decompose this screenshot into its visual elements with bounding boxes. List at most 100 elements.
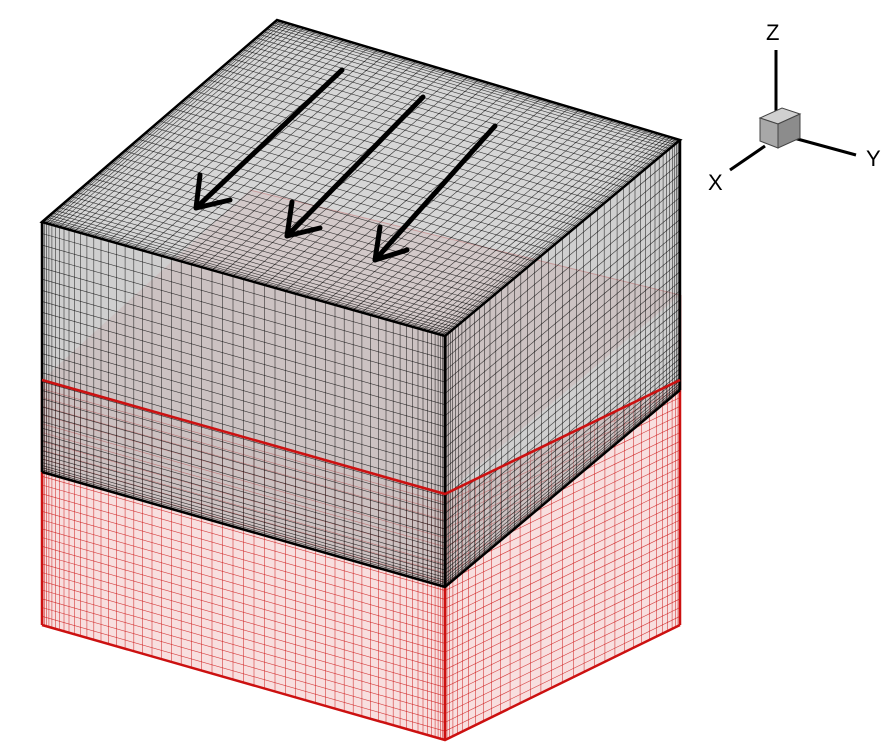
mesh-line [41, 290, 446, 405]
mesh-line [41, 427, 446, 544]
mesh-line [231, 58, 636, 178]
mesh-line [251, 41, 656, 162]
layer-interface-line [41, 378, 681, 496]
mesh-line [444, 271, 681, 469]
mesh-line [41, 519, 446, 635]
mesh-line [49, 215, 453, 330]
mesh-line [41, 607, 446, 723]
mesh-line [444, 151, 681, 348]
mesh-line [41, 421, 446, 537]
mesh-line [41, 398, 446, 514]
mesh-line [41, 476, 446, 591]
mesh-line [444, 385, 681, 583]
mesh-line [41, 414, 446, 530]
mesh-line [41, 616, 446, 732]
mesh-line [444, 537, 681, 653]
mesh-line [444, 345, 681, 544]
mesh-line [444, 290, 681, 488]
mesh-line [444, 502, 681, 618]
mesh-line [47, 217, 451, 332]
upper-block [39, 18, 683, 589]
mesh-line [41, 467, 446, 583]
mesh-line [444, 380, 681, 578]
mesh-line [271, 24, 675, 145]
flow-arrow [284, 94, 426, 239]
mesh-line [444, 476, 681, 591]
mesh-line [159, 120, 563, 239]
flow-arrow [372, 123, 498, 263]
mesh-line [41, 450, 446, 566]
upper-block-top-face [42, 20, 680, 336]
mesh-line [41, 502, 446, 618]
mesh-line [41, 440, 446, 556]
mesh-line [444, 368, 681, 566]
mesh-line [275, 21, 679, 142]
mesh-line [444, 598, 681, 714]
mesh-line [444, 528, 681, 644]
mesh-line [444, 316, 681, 514]
mesh-line [273, 22, 677, 144]
mesh-line [41, 493, 446, 609]
mesh-line [41, 233, 446, 348]
mesh-line [444, 308, 681, 506]
mesh-line [444, 484, 681, 600]
y-axis-label: Y [866, 146, 881, 171]
mesh-line [444, 251, 681, 449]
mesh-line [45, 218, 449, 334]
mesh-line [256, 37, 660, 158]
mesh-line [131, 144, 535, 262]
mesh-line [444, 376, 681, 575]
mesh-line [58, 207, 462, 323]
mesh-line [444, 230, 681, 427]
mesh-line [41, 353, 446, 469]
mesh-line [444, 387, 681, 585]
mesh-line [207, 79, 611, 199]
mesh-line [152, 126, 556, 245]
mesh-line [41, 381, 446, 497]
mesh-line [41, 528, 446, 644]
mesh-line [41, 546, 446, 662]
mesh-line [41, 322, 446, 438]
mesh-line [41, 445, 446, 561]
mesh-line [260, 34, 664, 155]
mesh-line [444, 519, 681, 635]
mesh-line [444, 581, 681, 697]
mesh-line [226, 63, 630, 183]
mesh-line [242, 49, 646, 169]
mesh-line [41, 343, 446, 459]
mesh-line [41, 511, 446, 627]
mesh-line [41, 390, 446, 506]
mesh-line [263, 31, 667, 152]
mesh-line [444, 332, 681, 530]
mesh-line [41, 462, 446, 578]
mesh-line [41, 454, 446, 571]
mesh-line [444, 363, 681, 561]
mesh-line [111, 162, 515, 279]
mesh-line [194, 90, 598, 210]
mesh-line [41, 572, 446, 688]
y-axis-line [789, 135, 857, 157]
mesh-line [41, 598, 446, 714]
mesh-line [41, 469, 446, 585]
mesh-line [247, 45, 651, 165]
flow-arrow [193, 67, 345, 211]
axis-triad: Z Y X [708, 20, 881, 195]
mesh-line [71, 196, 475, 312]
mesh-line [41, 267, 446, 383]
mesh-line [187, 96, 591, 215]
mesh-line [444, 467, 681, 583]
flow-arrows [193, 67, 498, 263]
mesh-line [76, 192, 480, 308]
mesh-line [41, 465, 446, 581]
mesh-line [444, 185, 681, 383]
mesh-line [237, 53, 641, 174]
mesh-line [444, 281, 681, 479]
mesh-line [41, 554, 446, 670]
mesh-line [444, 572, 681, 688]
mesh-line [41, 256, 446, 371]
mesh-line [124, 150, 528, 268]
mesh-line [444, 616, 681, 732]
mesh-line [444, 563, 681, 679]
mesh-line [43, 220, 447, 335]
